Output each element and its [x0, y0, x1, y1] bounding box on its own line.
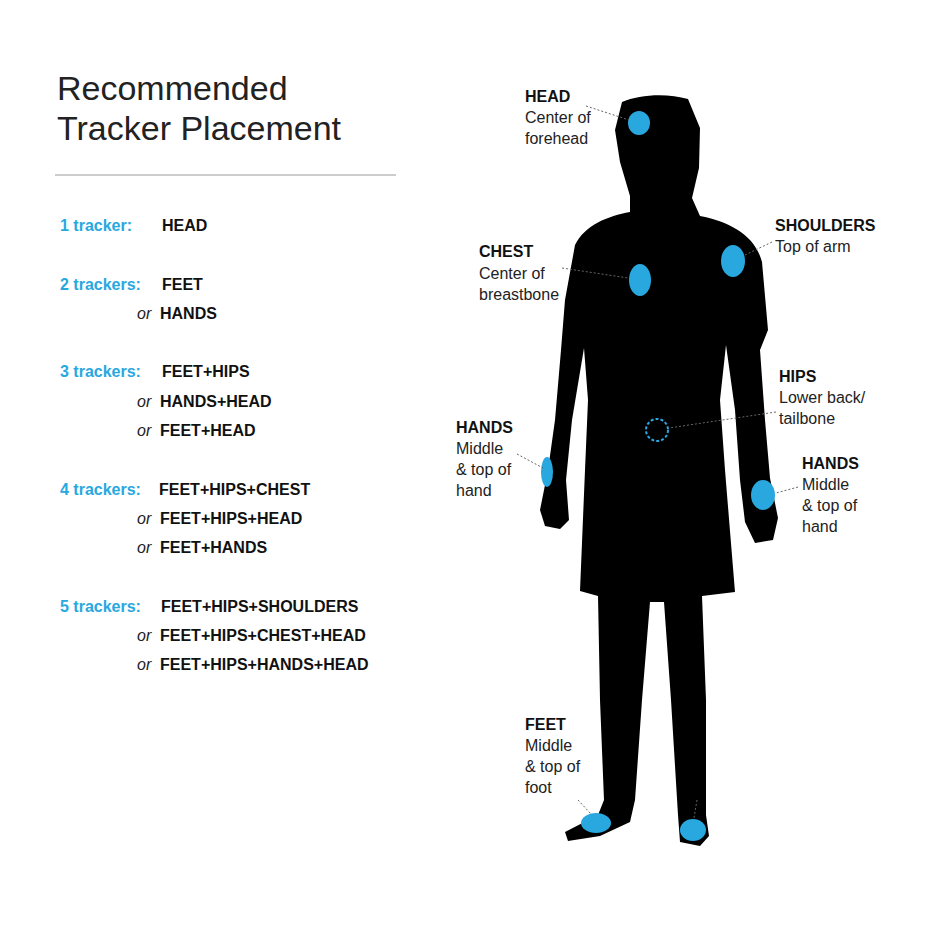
hidden-tracker-dot	[646, 419, 668, 441]
body-part-label: HANDS	[456, 417, 513, 438]
placement-note: Center of breastbone	[479, 263, 569, 305]
or-word: or	[137, 625, 151, 646]
leader-line	[517, 454, 543, 468]
leader-line	[694, 800, 697, 818]
placement-note: Middle & top of foot	[525, 735, 585, 798]
placement-combo: FEET+HIPS+HEAD	[160, 508, 302, 529]
tracker-dots	[541, 111, 775, 841]
placement-note: Top of arm	[775, 236, 915, 257]
placement-note: Middle & top of hand	[456, 438, 516, 501]
placement-note: Lower back/ tailbone	[779, 387, 875, 429]
tracker-count: 2 trackers:	[60, 274, 141, 295]
leader-line	[586, 106, 629, 120]
tracker-dot	[751, 480, 775, 510]
or-word: or	[137, 303, 151, 324]
tracker-count: 4 trackers:	[60, 479, 141, 500]
tracker-dot	[721, 245, 745, 277]
tracker-dot	[680, 819, 706, 841]
placement-combo: FEET+HIPS+SHOULDERS	[161, 596, 358, 617]
diagram-title: Recommended Tracker Placement	[57, 68, 387, 148]
or-word: or	[137, 391, 151, 412]
tracker-dot	[628, 111, 650, 135]
placement-combo: FEET+HIPS+CHEST	[159, 479, 310, 500]
leader-line	[776, 487, 798, 493]
divider-rule	[55, 175, 396, 176]
placement-combo: HANDS	[160, 303, 217, 324]
tracker-count: 5 trackers:	[60, 596, 141, 617]
tracker-count: 3 trackers:	[60, 361, 141, 382]
or-word: or	[137, 420, 151, 441]
leader-line	[669, 412, 776, 428]
placement-combo: HEAD	[162, 215, 207, 236]
or-word: or	[137, 537, 151, 558]
or-word: or	[137, 654, 151, 675]
placement-combo: FEET+HIPS+HANDS+HEAD	[160, 654, 369, 675]
tracker-dot	[541, 457, 553, 487]
tracker-dot	[581, 813, 611, 833]
placement-note: Middle & top of hand	[802, 474, 862, 537]
placement-combo: FEET+HIPS+CHEST+HEAD	[160, 625, 366, 646]
tracker-count: 1 tracker:	[60, 215, 132, 236]
leader-line	[745, 242, 772, 255]
body-silhouette	[540, 95, 778, 846]
tracker-dot	[629, 264, 651, 296]
placement-combo: FEET+HEAD	[160, 420, 256, 441]
placement-combo: FEET+HANDS	[160, 537, 267, 558]
body-part-label: FEET	[525, 714, 566, 735]
leader-line	[578, 800, 591, 814]
body-part-label: HEAD	[525, 86, 570, 107]
leader-lines	[517, 106, 798, 818]
placement-combo: FEET+HIPS	[162, 361, 250, 382]
body-part-label: HIPS	[779, 366, 816, 387]
placement-combo: FEET	[162, 274, 203, 295]
placement-note: Center of forehead	[525, 107, 599, 149]
leader-line	[562, 268, 628, 278]
placement-combo: HANDS+HEAD	[160, 391, 272, 412]
body-part-label: HANDS	[802, 453, 859, 474]
body-part-label: SHOULDERS	[775, 215, 875, 236]
or-word: or	[137, 508, 151, 529]
body-part-label: CHEST	[479, 241, 533, 262]
